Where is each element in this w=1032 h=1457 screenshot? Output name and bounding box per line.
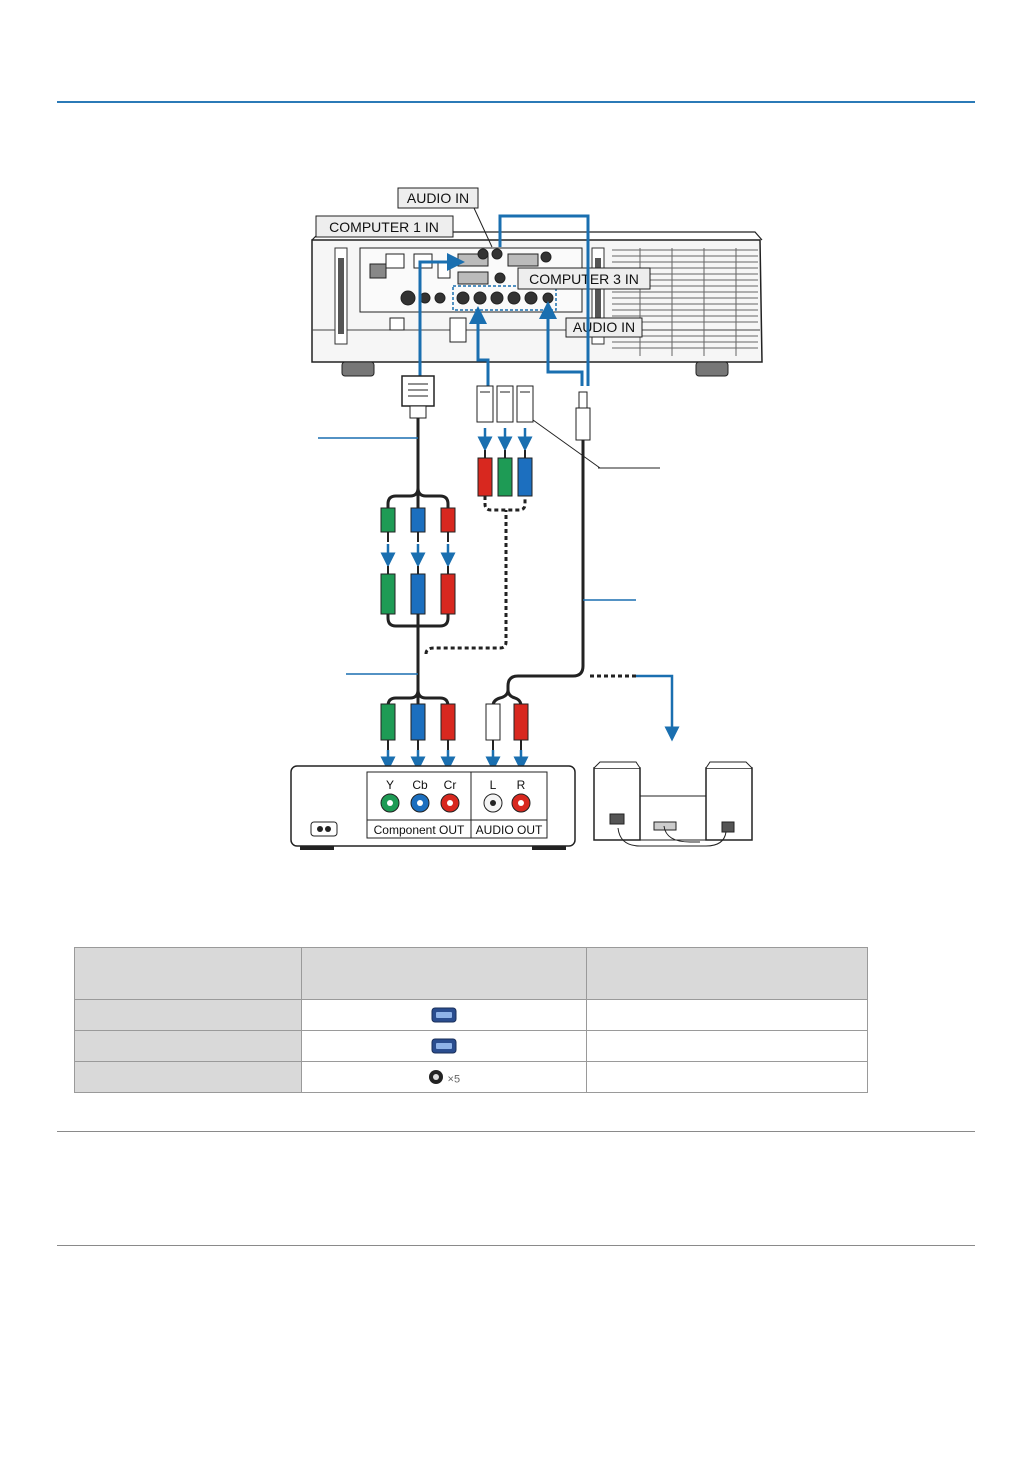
svg-text:L: L xyxy=(490,778,497,792)
label-audio-in-right: AUDIO IN xyxy=(565,317,643,338)
table-header xyxy=(301,947,587,1000)
svg-text:Cb: Cb xyxy=(412,778,428,792)
svg-text:Cr: Cr xyxy=(444,778,457,792)
table-cell xyxy=(74,1030,302,1062)
mini-jack-plug xyxy=(575,391,591,441)
table-row xyxy=(74,1030,868,1062)
svg-text:COMPUTER 3 IN: COMPUTER 3 IN xyxy=(529,271,639,287)
table-row: ×5 xyxy=(74,1061,868,1093)
header-rule xyxy=(57,101,975,103)
label-computer3-in: COMPUTER 3 IN xyxy=(517,267,651,290)
multiplier-label: ×5 xyxy=(447,1073,461,1086)
table-cell xyxy=(74,999,302,1031)
table-header xyxy=(586,947,868,1000)
vga-connector xyxy=(401,375,435,480)
bnc-arrows xyxy=(477,428,533,452)
section-divider xyxy=(57,1245,975,1246)
player-arrows xyxy=(380,750,529,772)
table-cell xyxy=(586,999,868,1031)
svg-text:R: R xyxy=(517,778,526,792)
table-cell xyxy=(586,1030,868,1062)
bnc-adapter xyxy=(476,385,534,423)
svg-text:Y: Y xyxy=(386,778,394,792)
component-cable-bottom-plugs xyxy=(380,703,456,750)
svg-text:Component OUT: Component OUT xyxy=(374,823,465,837)
table-cell xyxy=(301,999,587,1031)
component-cable-top-plugs xyxy=(380,566,456,615)
audio-rca-plugs xyxy=(485,703,529,750)
projector xyxy=(311,231,763,377)
connector-table: ×5 xyxy=(74,947,868,1093)
connection-diagram: AUDIO IN COMPUTER 1 IN COMPUTER 3 IN AUD… xyxy=(290,187,763,850)
optional-bnc-path xyxy=(424,510,508,655)
svg-text:AUDIO IN: AUDIO IN xyxy=(407,190,469,206)
table-cell xyxy=(74,1061,302,1093)
table-row xyxy=(74,999,868,1031)
bnc-port-icon xyxy=(428,1070,443,1085)
table-cell: ×5 xyxy=(301,1061,587,1093)
svg-text:AUDIO IN: AUDIO IN xyxy=(573,319,635,335)
table-cell xyxy=(586,1061,868,1093)
highlight-lines xyxy=(418,214,590,386)
section-divider xyxy=(57,1131,975,1132)
bnc-rca-plugs xyxy=(477,450,533,497)
svg-text:AUDIO OUT: AUDIO OUT xyxy=(476,823,543,837)
table-header xyxy=(74,947,302,1000)
label-computer1-in: COMPUTER 1 IN xyxy=(315,215,454,238)
speakers xyxy=(593,761,753,847)
component-cable xyxy=(386,614,450,707)
vga-port-icon xyxy=(431,1007,457,1023)
table-cell xyxy=(301,1030,587,1062)
adapter-rca-plugs xyxy=(380,507,456,542)
vga-port-icon xyxy=(431,1038,457,1054)
svg-text:COMPUTER 1 IN: COMPUTER 1 IN xyxy=(329,219,439,235)
adapter-arrows xyxy=(380,544,456,568)
dvd-player: Y Cb Cr Component OUT L R AUDIO OUT xyxy=(290,765,576,850)
label-audio-in-top: AUDIO IN xyxy=(397,187,479,209)
